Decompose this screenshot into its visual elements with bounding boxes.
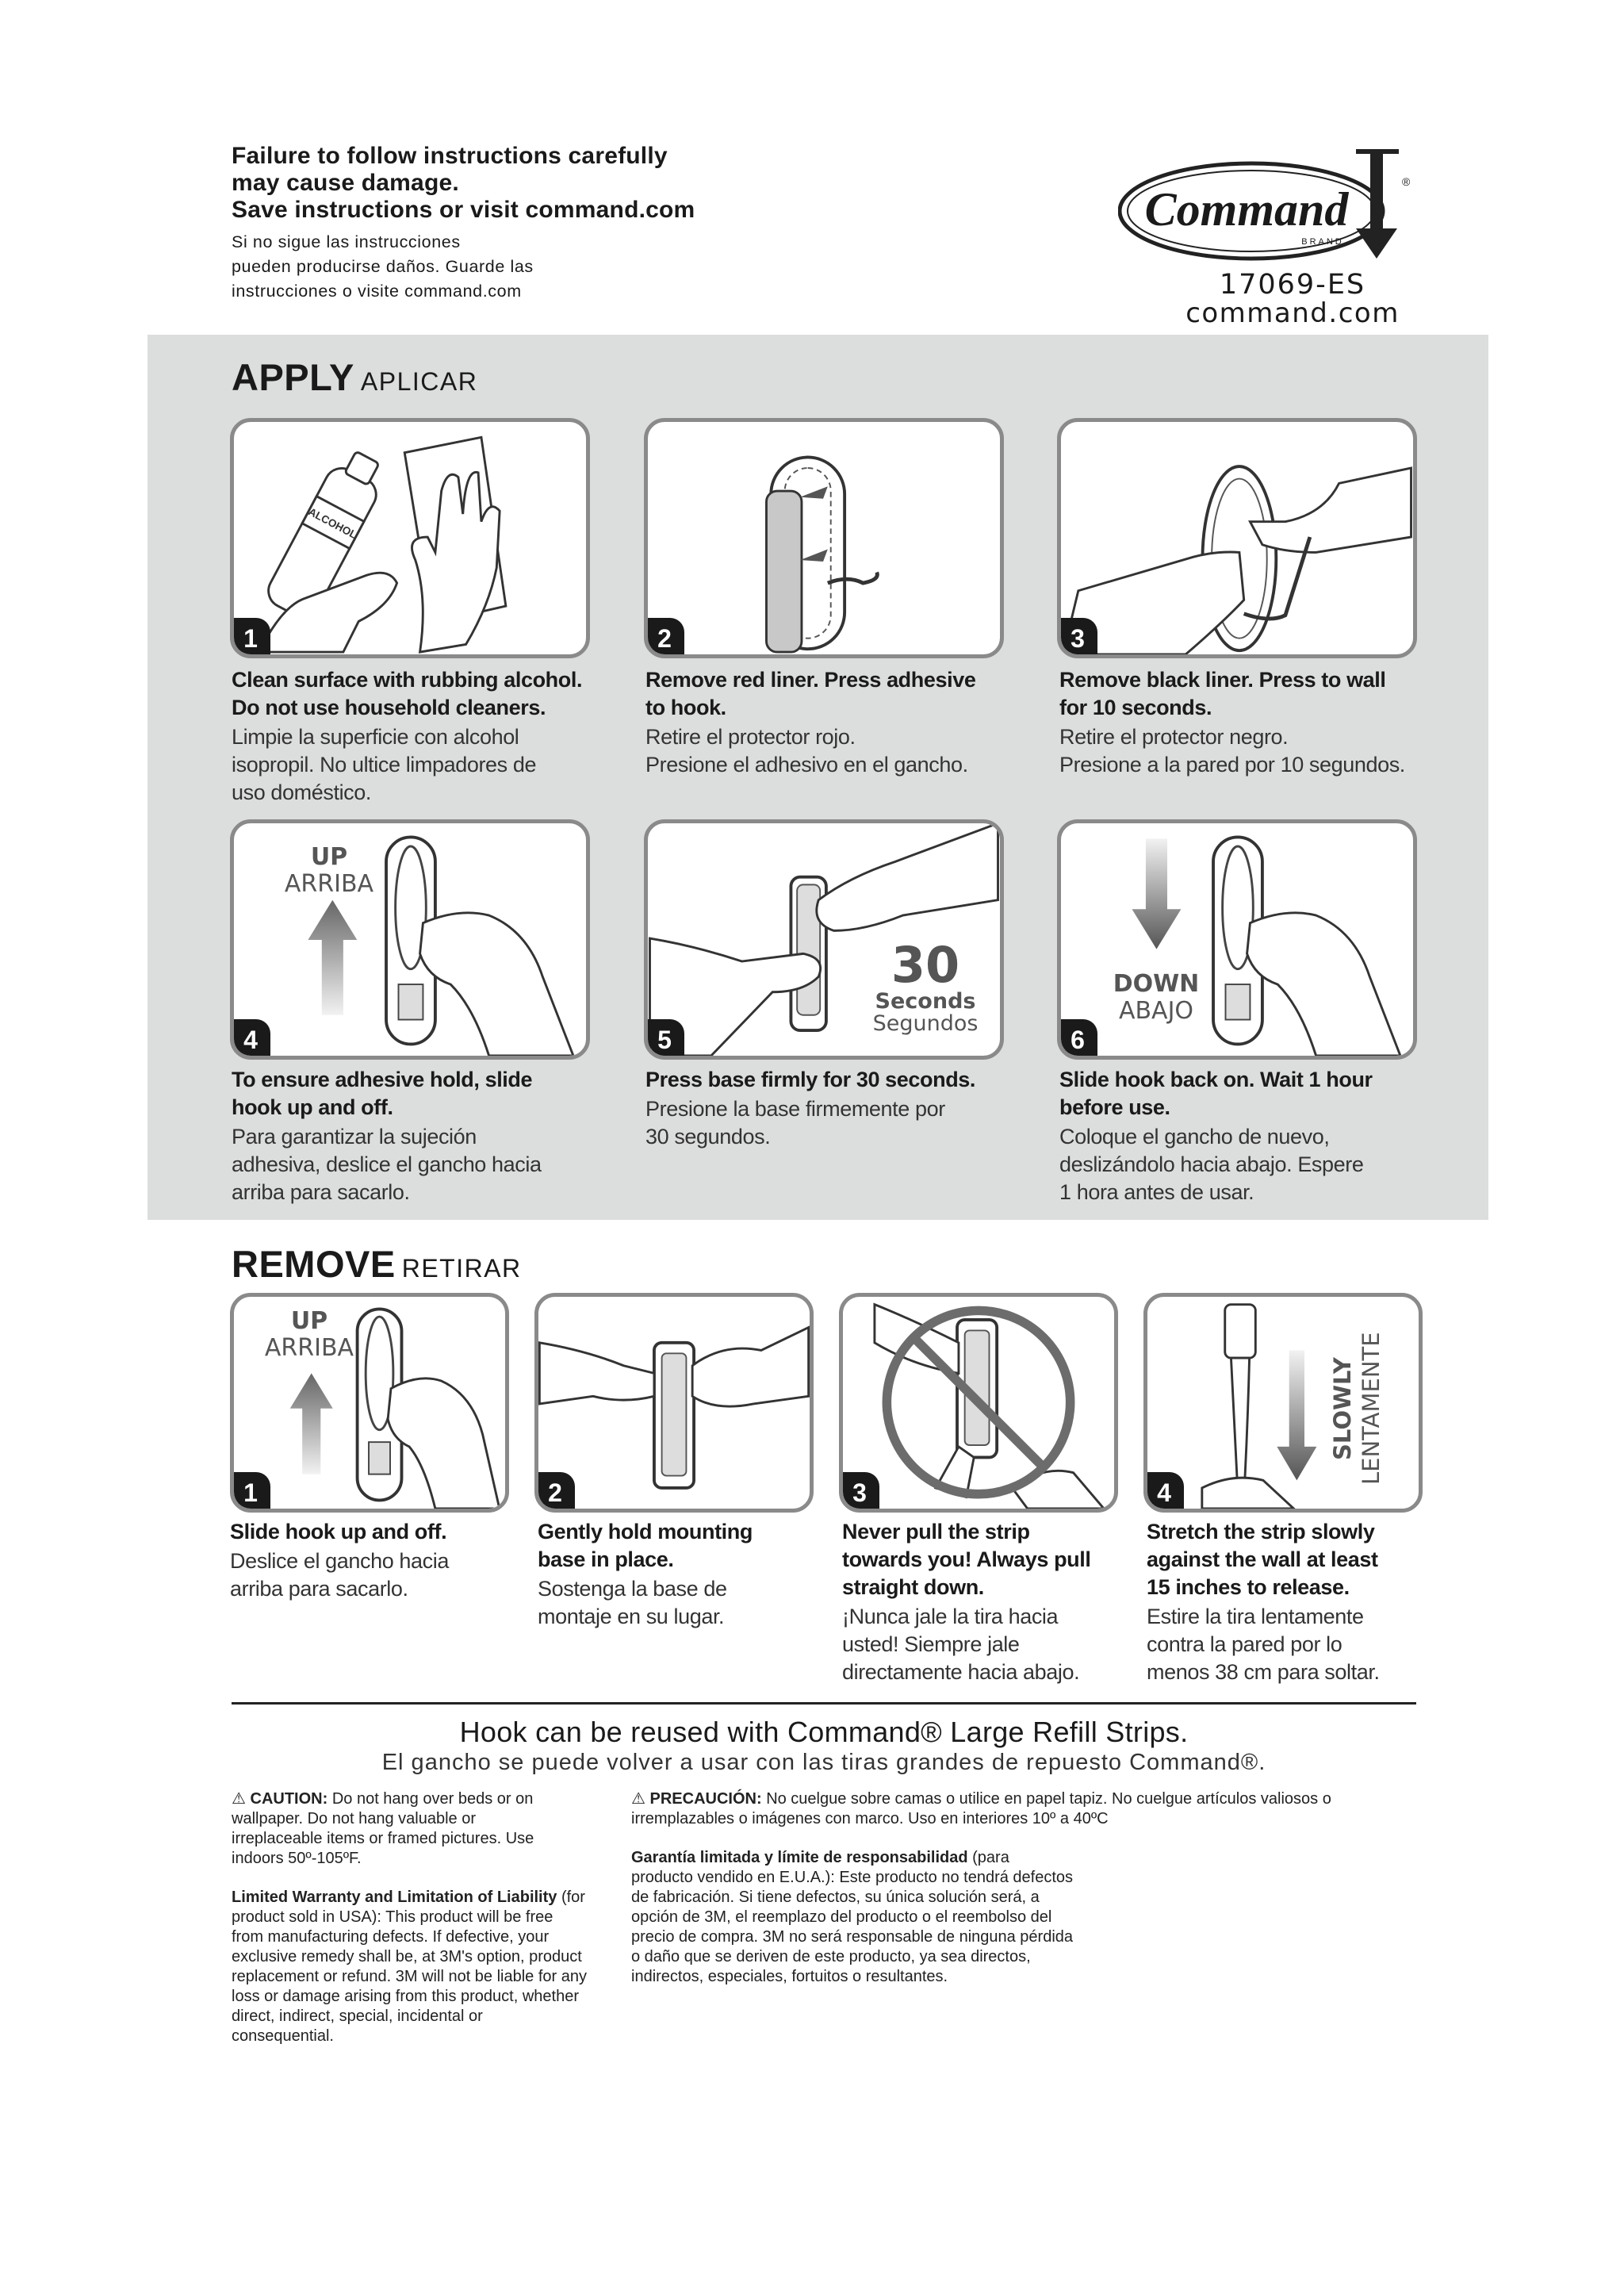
divider: [232, 1702, 1416, 1705]
warranty-text: Limited Warranty and Limitation of Liabi…: [232, 1889, 588, 2045]
press-base-illustration: [649, 823, 999, 1056]
remove-panel-4: SLOWLY LENTAMENTE 4: [1143, 1293, 1423, 1513]
logo-wordmark: Command: [1145, 183, 1350, 236]
warning-es: Si no sigue las instrucciones pueden pro…: [232, 232, 534, 301]
apply-panel-2: 2: [644, 418, 1004, 658]
hook-adhesive-illustration: [765, 455, 879, 654]
step-badge: 3: [843, 1472, 879, 1509]
seconds-label-es: Segundos: [872, 1011, 979, 1036]
step-badge: 1: [234, 618, 270, 654]
stretch-slowly-illustration: [1201, 1303, 1317, 1509]
apply-panel-4: UP ARRIBA 4: [230, 819, 590, 1060]
apply-caption-5: Press base firmly for 30 seconds. Presio…: [645, 1068, 976, 1149]
up-label-es: ARRIBA: [284, 870, 374, 898]
garantia-text: Garantía limitada y límite de responsabi…: [631, 1849, 1074, 1985]
hold-base-illustration: [538, 1325, 810, 1490]
step-badge: 4: [1147, 1472, 1184, 1509]
caution-text: ⚠ CAUTION: Do not hang over beds or on w…: [232, 1790, 534, 1867]
warning-icon: ⚠: [631, 1790, 645, 1808]
slide-up-illustration: [308, 835, 575, 1056]
step-badge: 1: [234, 1472, 270, 1509]
step-badge: 6: [1061, 1019, 1097, 1056]
reuse-note: Hook can be reused with Command® Large R…: [459, 1716, 1189, 1748]
remove-panel-3: 3: [839, 1293, 1118, 1513]
remove-panel-2: 2: [534, 1293, 814, 1513]
warning-icon: ⚠: [232, 1790, 246, 1808]
slowly-label: SLOWLY: [1329, 1357, 1356, 1460]
reuse-note-es: El gancho se puede volver a usar con las…: [381, 1750, 1266, 1775]
site-url: command.com: [1185, 297, 1400, 329]
step-badge: 3: [1061, 618, 1097, 654]
up-label: UP: [310, 843, 348, 871]
seconds-label: Seconds: [875, 989, 976, 1014]
seconds-count: 30: [891, 936, 960, 994]
header-warning: Failure to follow instructions carefully…: [232, 143, 802, 304]
apply-panel-5: 30 Seconds Segundos 5: [644, 819, 1004, 1060]
command-logo: Command BRAND ®: [1117, 143, 1419, 270]
up-label-es: ARRIBA: [264, 1334, 354, 1362]
down-label-es: ABAJO: [1118, 997, 1194, 1025]
precaucion-text: ⚠ PRECAUCIÓN: No cuelgue sobre camas o u…: [631, 1790, 1331, 1827]
step-badge: 2: [538, 1472, 575, 1509]
remove-slide-up-illustration: [289, 1307, 501, 1509]
remove-caption-1: Slide hook up and off. Deslice el gancho…: [230, 1520, 449, 1601]
model-number: 17069-ES: [1219, 269, 1366, 301]
alcohol-wipe-illustration: ALCOHOL: [257, 435, 508, 654]
step-badge: 4: [234, 1019, 270, 1056]
do-not-pull-illustration: [873, 1302, 1105, 1509]
slide-down-illustration: [1132, 835, 1402, 1056]
step-badge: 2: [648, 618, 684, 654]
slowly-label-es: LENTAMENTE: [1358, 1332, 1385, 1486]
step-badge: 5: [648, 1019, 684, 1056]
warning-en: Failure to follow instructions carefully…: [232, 143, 695, 223]
up-label: UP: [290, 1307, 328, 1335]
apply-panel-6: DOWN ABAJO 6: [1057, 819, 1417, 1060]
remove-panel-1: UP ARRIBA 1: [230, 1293, 509, 1513]
down-label: DOWN: [1113, 970, 1200, 998]
apply-panel-1: ALCOHOL 1: [230, 418, 590, 658]
apply-caption-1: Clean surface with rubbing alcohol.Do no…: [232, 668, 583, 804]
apply-panel-3: 3: [1057, 418, 1417, 658]
logo-brand: BRAND: [1301, 237, 1344, 247]
logo-registered: ®: [1402, 175, 1411, 188]
press-to-wall-illustration: [1061, 465, 1412, 654]
